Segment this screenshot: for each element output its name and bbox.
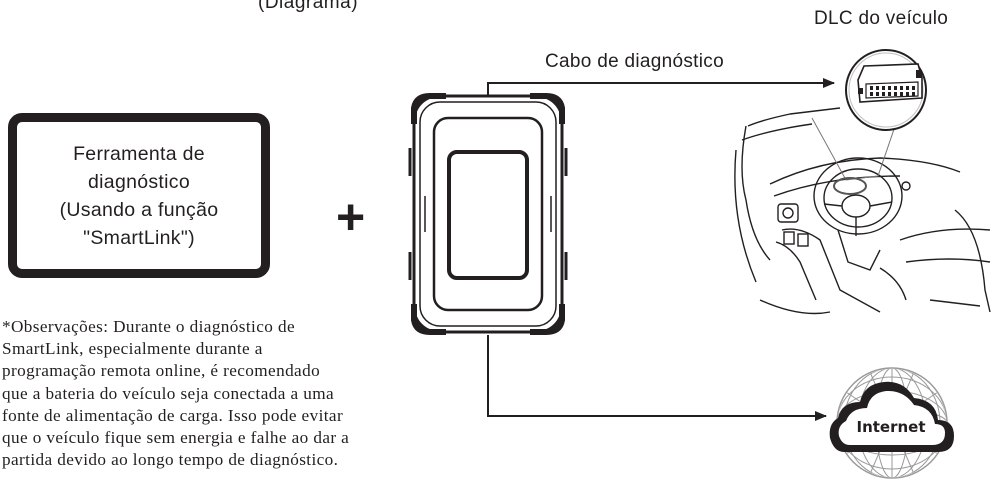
vehicle-dlc-label: DLC do veículo	[814, 8, 949, 29]
observation-note: *Observações: Durante o diagnóstico de S…	[2, 316, 492, 471]
plus-icon: +	[336, 189, 366, 245]
dlc-connector-icon	[845, 49, 927, 131]
note-line-7: partida devido ao longo tempo de diagnós…	[2, 450, 339, 470]
note-line-6: que o veículo fique sem energia e falhe …	[2, 428, 350, 448]
tool-box-line-1: Ferramenta de	[73, 142, 205, 165]
note-line-1: *Observações: Durante o diagnóstico de	[2, 317, 295, 336]
diagnostic-cable-label: Cabo de diagnóstico	[545, 51, 724, 72]
arrow-to-internet	[487, 335, 827, 421]
vci-device-icon	[408, 93, 568, 335]
diagnostic-tool-box: Ferramenta de diagnóstico (Usando a funç…	[8, 113, 270, 278]
tool-box-line-2: diagnóstico	[88, 170, 190, 193]
internet-label: Internet	[856, 418, 925, 436]
note-line-3: programação remota online, é recomendado	[2, 361, 321, 381]
internet-globe-icon: Internet	[829, 367, 954, 479]
note-line-2: SmartLink, especialmente durante a	[2, 339, 263, 359]
note-line-4: que a bateria do veículo seja conectada …	[2, 383, 334, 403]
cut-off-header-text: (Diagrama)	[258, 0, 359, 13]
vehicle-dashboard-icon	[734, 99, 991, 315]
tool-box-line-3: (Usando a função	[59, 198, 219, 221]
tool-box-line-4: "SmartLink")	[83, 226, 195, 249]
note-line-5: fonte de alimentação de carga. Isso pode…	[2, 405, 344, 425]
